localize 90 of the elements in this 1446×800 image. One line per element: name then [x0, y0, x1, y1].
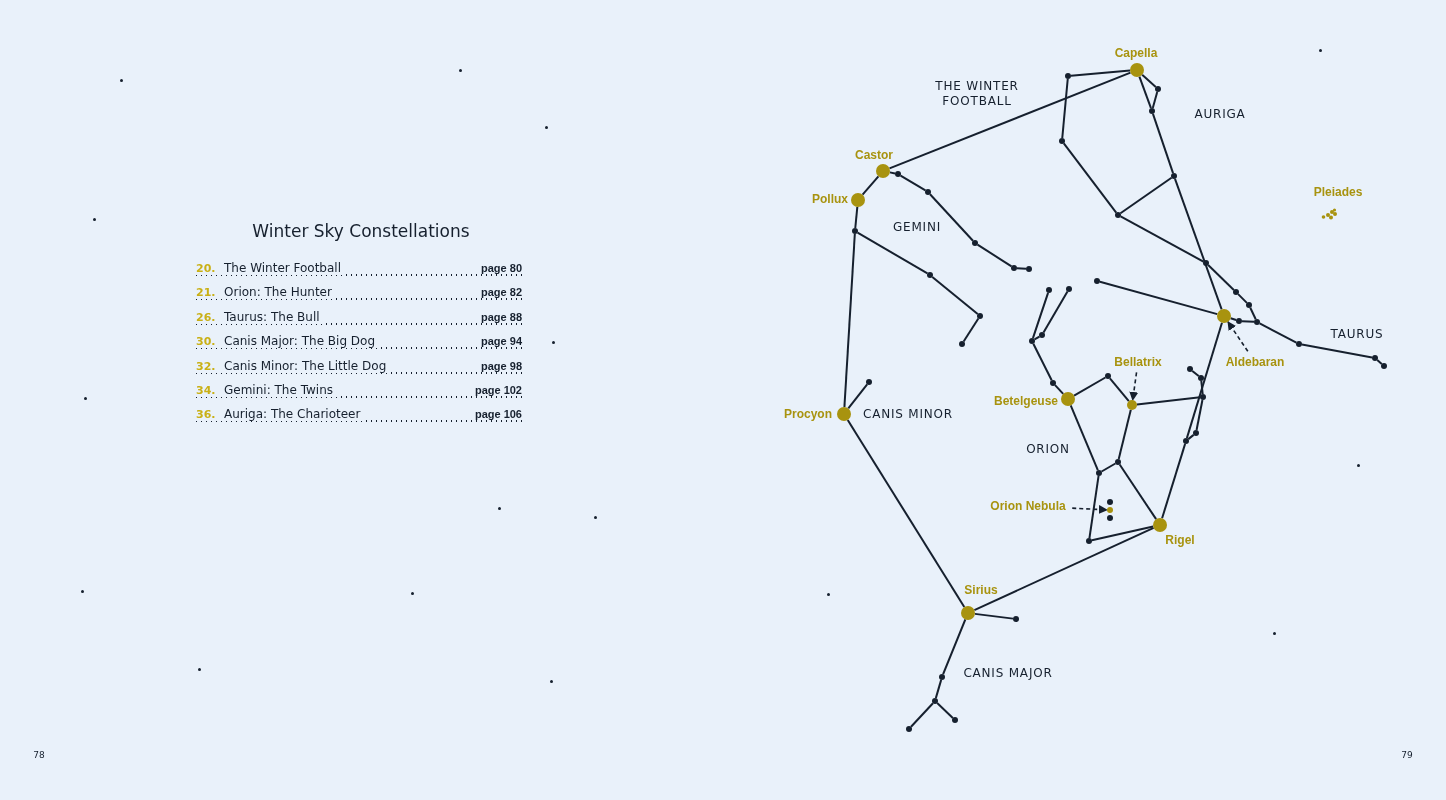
constellation-line — [1042, 290, 1069, 334]
leader-arrow — [1129, 371, 1139, 401]
page-number: 79 — [1401, 750, 1413, 760]
constellation-line — [1090, 525, 1155, 542]
item-number: 20. — [196, 262, 224, 275]
constellation-line — [861, 175, 880, 196]
constellation-line — [888, 71, 1132, 170]
area-name: ORION — [1026, 442, 1070, 456]
constellation-title: Canis Major: The Big Dog — [224, 334, 380, 349]
constellation-line — [1032, 342, 1053, 382]
leader-arrow — [1071, 504, 1108, 514]
title: Winter Sky Constellations — [251, 221, 471, 241]
constellation-line — [1161, 442, 1187, 520]
cluster-name: Pleiades — [1313, 185, 1363, 199]
item-number: 34. — [196, 383, 224, 397]
constellation-line — [973, 526, 1155, 612]
constellation-line — [1151, 112, 1175, 175]
constellation-line — [931, 275, 979, 316]
constellation-line — [1117, 408, 1132, 461]
constellation-line — [1195, 398, 1204, 432]
constellation-line — [1108, 377, 1130, 403]
constellation-line — [1061, 78, 1069, 139]
constellation-title: The Winter Football — [224, 261, 345, 275]
constellation-line — [976, 243, 1013, 268]
constellation-line — [1118, 463, 1158, 521]
item-number: 26. — [196, 310, 224, 324]
constellation-line — [973, 612, 1014, 620]
constellation-line — [1070, 69, 1132, 77]
area-name: GEMINI — [892, 220, 942, 234]
star-name: Orion Nebula — [990, 499, 1066, 513]
constellation-line — [1069, 404, 1099, 472]
constellation-line — [1207, 264, 1235, 291]
star-name: Sirius — [964, 583, 998, 597]
constellation-line — [929, 193, 974, 242]
constellation-line — [888, 171, 897, 175]
constellation-line — [1138, 75, 1152, 110]
constellation-line — [1174, 177, 1223, 311]
item-number: 32. — [196, 359, 224, 373]
constellation-line — [1300, 343, 1374, 359]
constellation-line — [1073, 376, 1107, 397]
page-number: 78 — [33, 750, 45, 760]
item-number: 30. — [196, 335, 224, 349]
constellation-line — [846, 418, 966, 609]
star-name: Rigel — [1165, 533, 1195, 547]
constellation-line — [847, 383, 869, 410]
area-name: AURIGA — [1194, 107, 1246, 121]
constellation-line — [1258, 322, 1298, 344]
constellation-title: Gemini: The Twins — [224, 382, 337, 397]
star-name: Pollux — [812, 192, 848, 206]
constellation-line — [1088, 474, 1100, 540]
star-name: Procyon — [784, 407, 832, 421]
constellation-line — [962, 317, 980, 343]
constellation-line — [1098, 280, 1219, 316]
item-number: 21. — [196, 286, 224, 300]
constellation-line — [1062, 142, 1118, 214]
constellation-title: Auriga: The Charioteer — [224, 407, 365, 422]
constellation-line — [1151, 90, 1159, 110]
constellation-line — [1135, 396, 1201, 406]
star-name: Capella — [1114, 46, 1158, 60]
constellation-line — [1200, 380, 1204, 395]
constellation-line — [934, 678, 943, 700]
star-name: Aldebaran — [1225, 355, 1285, 369]
star-name: Bellatrix — [1114, 355, 1162, 369]
constellation-line — [899, 174, 927, 192]
area-name: TAURUS — [1330, 327, 1384, 341]
constellation-line — [936, 702, 954, 719]
constellation-line — [1141, 73, 1157, 88]
item-number: 36. — [196, 408, 224, 422]
area-name: THE WINTER FOOTBALL — [934, 79, 1020, 109]
constellation-line — [1119, 215, 1205, 263]
constellation-line — [910, 702, 934, 728]
constellation-line — [1016, 267, 1027, 270]
constellation-title: Taurus: The Bull — [224, 309, 324, 324]
constellation-line — [1185, 321, 1223, 440]
constellation-line — [1100, 462, 1117, 473]
constellation-line — [854, 205, 859, 229]
constellation-line — [942, 618, 967, 676]
constellation-line — [856, 231, 929, 275]
area-name: CANIS MINOR — [863, 407, 953, 421]
constellation-line — [1031, 291, 1050, 340]
constellation-line — [1249, 306, 1257, 321]
constellation-line — [1119, 176, 1173, 215]
constellation-line — [1229, 317, 1238, 322]
star-name: Betelgeuse — [993, 394, 1058, 408]
constellation-line — [1241, 320, 1255, 323]
star-name: Castor — [855, 148, 893, 162]
area-name: CANIS MAJOR — [963, 666, 1053, 680]
constellation-line — [1237, 293, 1248, 304]
constellation-line — [843, 233, 856, 408]
leader-arrow — [1227, 321, 1249, 353]
